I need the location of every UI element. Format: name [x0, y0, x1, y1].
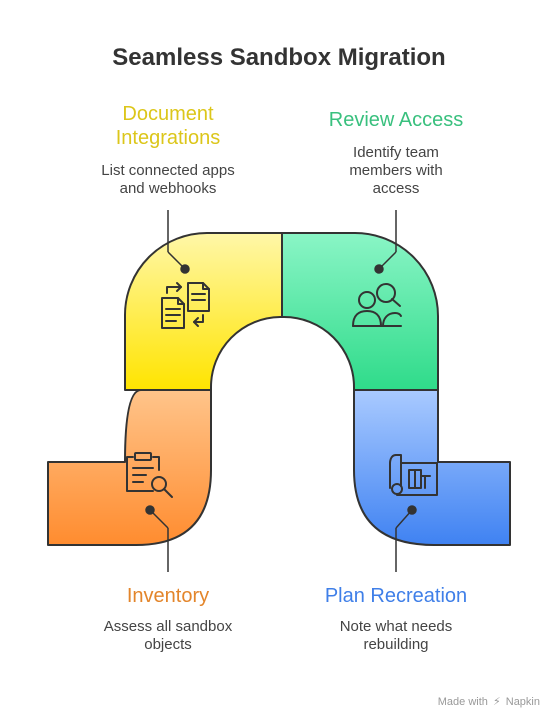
inventory-title: Inventory — [126, 585, 210, 607]
made-with-label: Made with — [437, 696, 488, 708]
plan-recreation-description: Note what needs rebuilding — [339, 618, 453, 653]
inventory-description: Assess all sandbox objects — [103, 618, 233, 653]
clipboard-search-icon — [126, 452, 173, 498]
plan-recreation-title: Plan Recreation — [324, 585, 468, 607]
plan-recreation-segment — [353, 389, 511, 546]
inventory-segment — [47, 389, 212, 546]
document-integrations-description: List connected apps and webhooks — [101, 162, 235, 197]
review-access-description: Identify team members with access — [349, 144, 443, 197]
team-search-icon — [352, 283, 402, 327]
document-integrations-title: Document Integrations — [115, 103, 221, 149]
document-swap-icon — [161, 282, 210, 329]
connectors — [145, 210, 417, 572]
brand-label: Napkin — [505, 696, 540, 708]
blueprint-icon — [389, 454, 438, 496]
review-access-title: Review Access — [328, 109, 464, 131]
page-title: Seamless Sandbox Migration — [112, 44, 446, 71]
made-with-napkin: Made with ⚡ Napkin — [438, 695, 540, 708]
napkin-logo-icon: ⚡ — [492, 696, 501, 708]
